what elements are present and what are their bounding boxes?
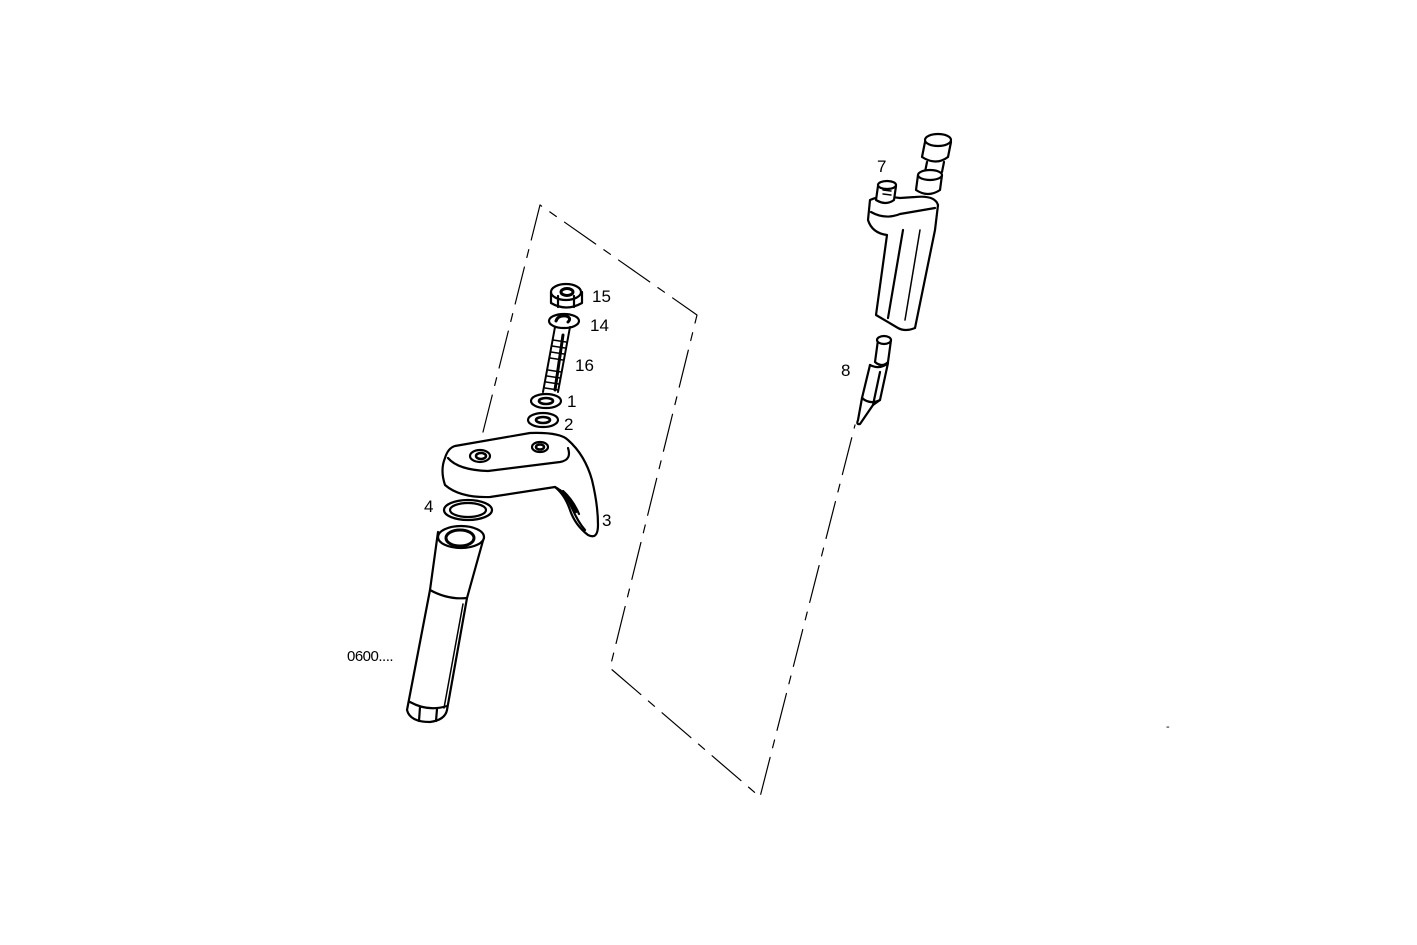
washer-part-2 (526, 411, 560, 429)
assembly-dashed-lines (482, 204, 856, 798)
callout-label-7: 7 (877, 157, 887, 176)
nozzle-part-8 (856, 334, 893, 426)
callout-label-2: 2 (564, 415, 574, 434)
injector-upper-body (866, 132, 953, 332)
callout-label-1: 1 (567, 392, 577, 411)
nut-part-15 (549, 282, 584, 309)
callout-label-14: 14 (590, 316, 609, 335)
washer-part-14 (547, 312, 581, 330)
injector-holder-body (405, 524, 486, 724)
part-reference-number: 0600.... (347, 648, 394, 665)
stray-mark: - (1166, 721, 1170, 733)
callout-label-4: 4 (424, 497, 434, 516)
callout-label-15: 15 (592, 287, 611, 306)
callout-label-16: 16 (575, 356, 594, 375)
washer-part-1 (529, 392, 563, 410)
stud-part-16 (542, 326, 571, 393)
clamp-bracket-part-3 (441, 431, 600, 538)
sealing-ring-part-4 (442, 498, 494, 522)
callout-label-8: 8 (841, 361, 851, 380)
callout-label-3: 3 (602, 511, 612, 530)
